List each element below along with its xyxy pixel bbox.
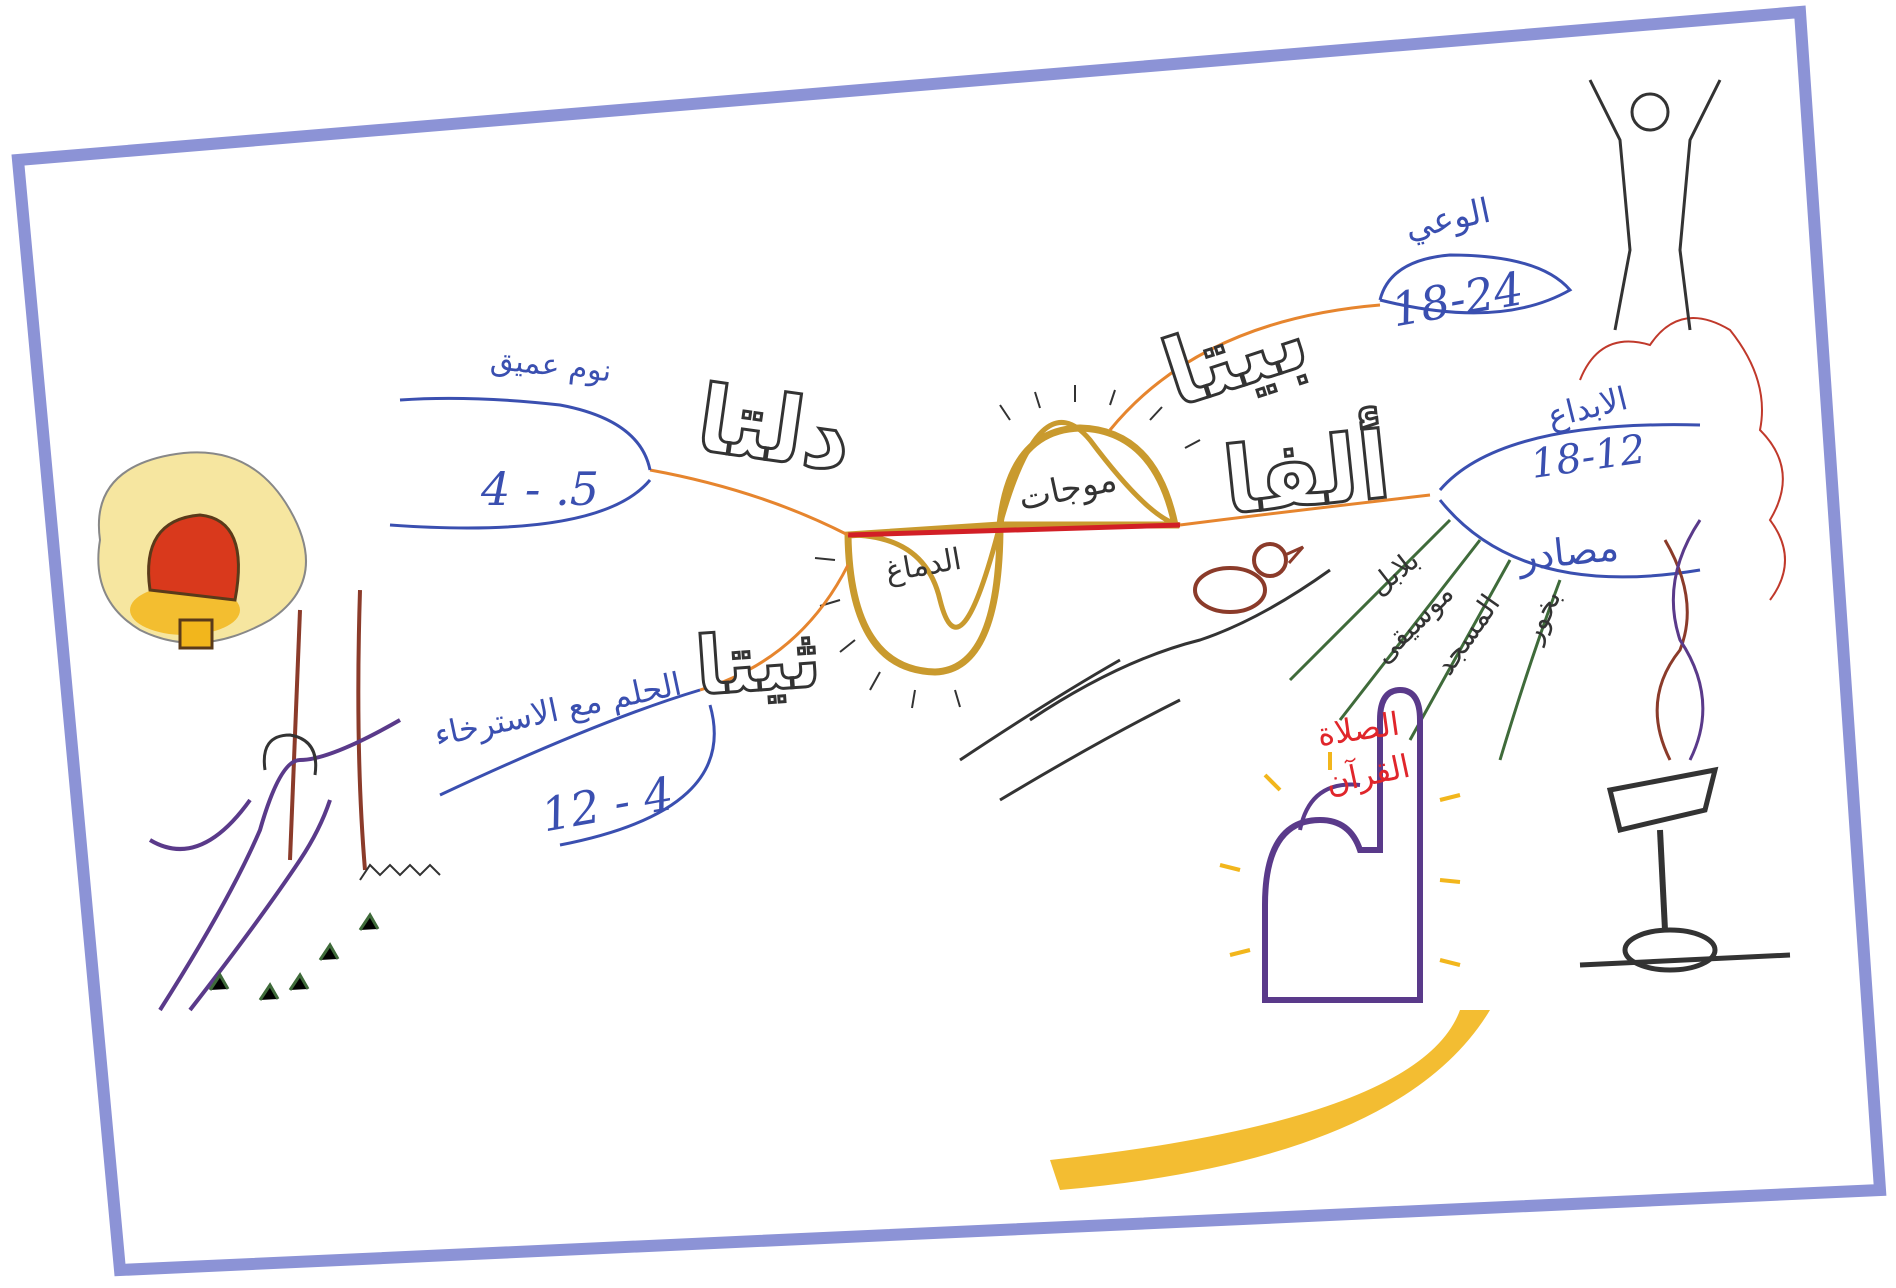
cheering-figure-illustration xyxy=(1588,79,1722,331)
branch-delta: دلتا 4 - .5 نوم عميق xyxy=(389,342,860,530)
bird-illustration xyxy=(959,542,1331,802)
alpha-title: ألفا xyxy=(1217,405,1395,536)
branch-theta: ثيتا 12 - 4 الحلم مع الاسترخاء xyxy=(431,610,825,847)
delta-range: 4 - .5 xyxy=(480,462,599,516)
theta-title: ثيتا xyxy=(692,612,824,714)
card xyxy=(11,5,1887,1277)
dreaming-figure-illustration xyxy=(97,451,441,1012)
delta-title: دلتا xyxy=(691,365,858,492)
incense-burner-illustration xyxy=(1579,317,1791,973)
branch-lines xyxy=(649,303,1431,692)
